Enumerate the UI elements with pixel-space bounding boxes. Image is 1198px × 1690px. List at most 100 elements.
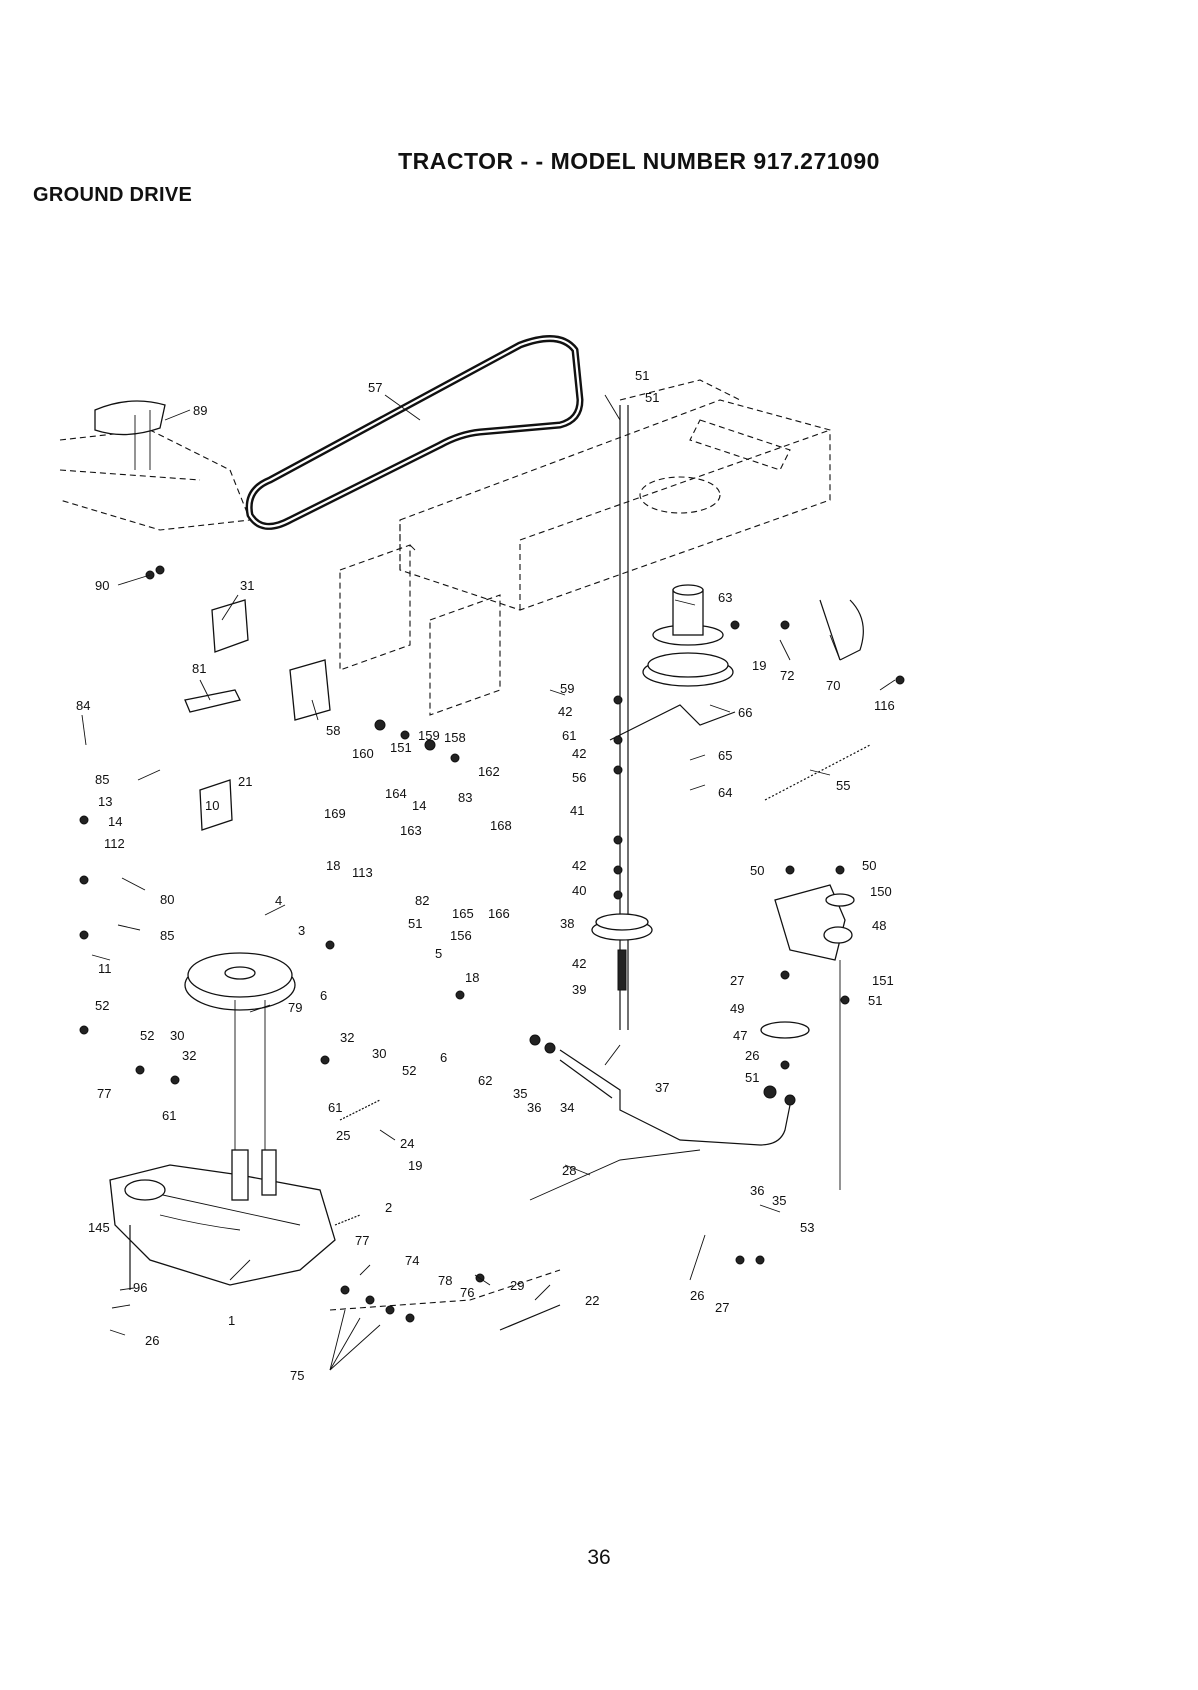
svg-text:61: 61 xyxy=(562,728,576,743)
svg-text:2: 2 xyxy=(385,1200,392,1215)
svg-text:72: 72 xyxy=(780,668,794,683)
svg-text:164: 164 xyxy=(385,786,407,801)
svg-text:166: 166 xyxy=(488,906,510,921)
svg-text:18: 18 xyxy=(465,970,479,985)
svg-text:6: 6 xyxy=(440,1050,447,1065)
svg-text:52: 52 xyxy=(140,1028,154,1043)
svg-text:49: 49 xyxy=(730,1001,744,1016)
svg-text:158: 158 xyxy=(444,730,466,745)
svg-text:169: 169 xyxy=(324,806,346,821)
svg-text:19: 19 xyxy=(408,1158,422,1173)
section-title: GROUND DRIVE xyxy=(33,184,193,206)
svg-text:76: 76 xyxy=(460,1285,474,1300)
svg-text:145: 145 xyxy=(88,1220,110,1235)
svg-text:151: 151 xyxy=(872,973,894,988)
svg-text:112: 112 xyxy=(104,836,125,851)
svg-text:35: 35 xyxy=(513,1086,527,1101)
svg-text:96: 96 xyxy=(133,1280,147,1295)
svg-text:24: 24 xyxy=(400,1136,414,1151)
svg-text:66: 66 xyxy=(738,705,752,720)
svg-text:61: 61 xyxy=(162,1108,176,1123)
svg-text:13: 13 xyxy=(98,794,112,809)
svg-text:51: 51 xyxy=(868,993,882,1008)
svg-text:19: 19 xyxy=(752,658,766,673)
svg-text:156: 156 xyxy=(450,928,472,943)
right-idler-arm xyxy=(760,599,864,1190)
svg-text:42: 42 xyxy=(572,746,586,761)
callout-leaders xyxy=(81,394,896,1371)
svg-text:77: 77 xyxy=(355,1233,369,1248)
svg-text:32: 32 xyxy=(340,1030,354,1045)
svg-text:1: 1 xyxy=(228,1313,235,1328)
svg-text:163: 163 xyxy=(400,823,422,838)
svg-text:30: 30 xyxy=(170,1028,184,1043)
svg-text:56: 56 xyxy=(572,770,586,785)
svg-text:36: 36 xyxy=(527,1100,541,1115)
idler-pulley-assembly xyxy=(591,405,734,1030)
svg-text:22: 22 xyxy=(585,1293,599,1308)
svg-text:26: 26 xyxy=(145,1333,159,1348)
brake-rod xyxy=(329,1049,791,1331)
svg-text:80: 80 xyxy=(160,892,174,907)
svg-text:25: 25 xyxy=(336,1128,350,1143)
svg-text:27: 27 xyxy=(715,1300,729,1315)
svg-text:165: 165 xyxy=(452,906,474,921)
svg-text:14: 14 xyxy=(108,814,122,829)
svg-text:52: 52 xyxy=(95,998,109,1013)
svg-text:51: 51 xyxy=(645,390,659,405)
svg-text:48: 48 xyxy=(872,918,886,933)
drive-belt xyxy=(245,335,584,530)
tension-spring xyxy=(334,744,871,1226)
svg-text:14: 14 xyxy=(412,798,426,813)
svg-text:42: 42 xyxy=(558,704,572,719)
svg-text:31: 31 xyxy=(240,578,254,593)
svg-text:39: 39 xyxy=(572,982,586,997)
svg-text:64: 64 xyxy=(718,785,732,800)
svg-text:59: 59 xyxy=(560,681,574,696)
svg-text:79: 79 xyxy=(288,1000,302,1015)
page-title: TRACTOR - - MODEL NUMBER 917.271090 xyxy=(398,148,880,174)
svg-text:75: 75 xyxy=(290,1368,304,1383)
svg-text:30: 30 xyxy=(372,1046,386,1061)
svg-text:6: 6 xyxy=(320,988,327,1003)
svg-text:162: 162 xyxy=(478,764,500,779)
svg-text:10: 10 xyxy=(205,798,219,813)
transaxle xyxy=(109,1149,336,1290)
svg-text:90: 90 xyxy=(95,578,109,593)
svg-text:4: 4 xyxy=(275,893,282,908)
svg-text:151: 151 xyxy=(390,740,412,755)
svg-text:150: 150 xyxy=(870,884,892,899)
svg-text:116: 116 xyxy=(874,698,895,713)
svg-text:57: 57 xyxy=(368,380,382,395)
svg-text:11: 11 xyxy=(98,961,112,976)
svg-text:62: 62 xyxy=(478,1073,492,1088)
svg-text:85: 85 xyxy=(160,928,174,943)
svg-text:113: 113 xyxy=(352,865,373,880)
svg-text:5: 5 xyxy=(435,946,442,961)
svg-text:47: 47 xyxy=(733,1028,747,1043)
svg-text:51: 51 xyxy=(408,916,422,931)
bracket-parts xyxy=(184,599,331,831)
page-number: 36 xyxy=(587,1546,611,1569)
svg-text:28: 28 xyxy=(562,1163,576,1178)
svg-text:61: 61 xyxy=(328,1100,342,1115)
svg-text:26: 26 xyxy=(690,1288,704,1303)
svg-text:52: 52 xyxy=(402,1063,416,1078)
svg-text:83: 83 xyxy=(458,790,472,805)
svg-text:3: 3 xyxy=(298,923,305,938)
svg-text:85: 85 xyxy=(95,772,109,787)
svg-text:63: 63 xyxy=(718,590,732,605)
svg-text:41: 41 xyxy=(570,803,584,818)
svg-text:38: 38 xyxy=(560,916,574,931)
svg-text:34: 34 xyxy=(560,1100,574,1115)
svg-text:26: 26 xyxy=(745,1048,759,1063)
svg-text:55: 55 xyxy=(836,778,850,793)
svg-text:51: 51 xyxy=(745,1070,759,1085)
svg-text:160: 160 xyxy=(352,746,374,761)
frame-side-plates xyxy=(339,544,501,716)
svg-text:51: 51 xyxy=(635,368,649,383)
svg-text:159: 159 xyxy=(418,728,440,743)
svg-text:77: 77 xyxy=(97,1086,111,1101)
svg-text:42: 42 xyxy=(572,858,586,873)
